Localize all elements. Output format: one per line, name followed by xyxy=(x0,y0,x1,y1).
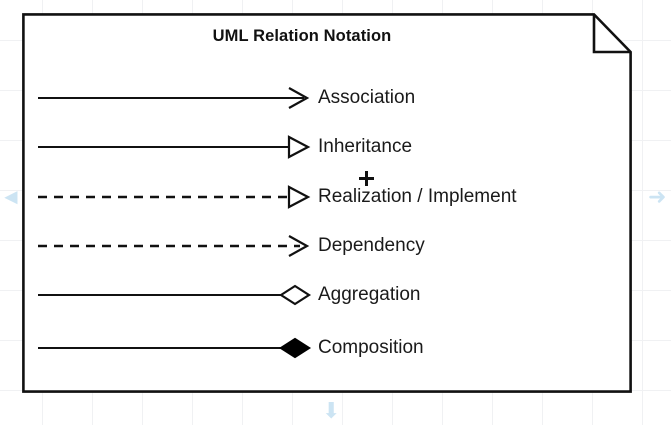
relation-label-dependency: Dependency xyxy=(318,235,425,256)
relation-label-aggregation: Aggregation xyxy=(318,284,421,305)
canvas-scroll-right-icon[interactable]: ➜ xyxy=(648,184,667,209)
crosshair-cursor-icon xyxy=(359,171,374,186)
realization-notation-icon xyxy=(38,185,311,209)
uml-note-card[interactable]: UML Relation Notation Association Inheri… xyxy=(22,13,632,393)
note-card-outline xyxy=(22,13,632,393)
relation-label-association: Association xyxy=(318,87,416,108)
relation-label-composition: Composition xyxy=(318,337,424,358)
association-notation-icon xyxy=(38,87,310,109)
dependency-notation-icon xyxy=(38,235,310,257)
canvas-scroll-left-icon[interactable]: ◄ xyxy=(0,184,22,209)
relation-label-inheritance: Inheritance xyxy=(318,136,413,157)
canvas-scroll-down-icon[interactable]: ⬇ xyxy=(322,398,341,423)
relation-label-realization: Realization / Implement xyxy=(318,186,517,207)
composition-notation-icon xyxy=(38,337,312,359)
page-title: UML Relation Notation xyxy=(212,27,392,45)
inheritance-notation-icon xyxy=(38,135,311,159)
aggregation-notation-icon xyxy=(38,284,312,306)
